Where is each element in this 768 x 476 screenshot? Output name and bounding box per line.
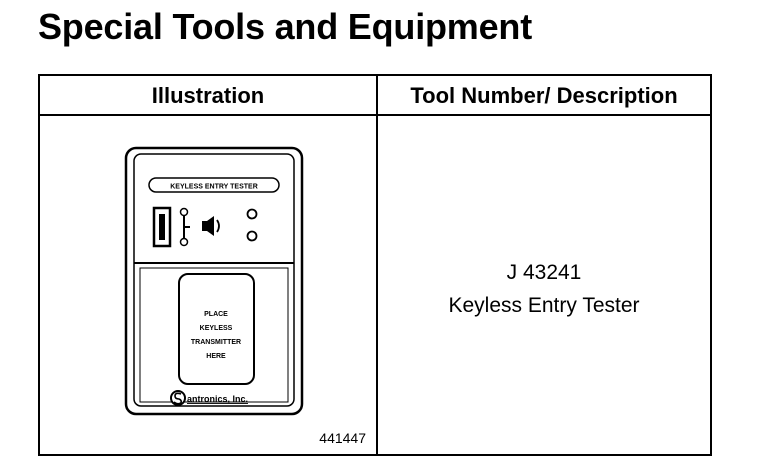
tool-description-cell: J 43241 Keyless Entry Tester <box>378 116 710 454</box>
page-title: Special Tools and Equipment <box>38 6 532 47</box>
header-tool-number-description: Tool Number/ Description <box>378 76 710 116</box>
indicator-led-bottom-icon <box>246 230 258 242</box>
header-illustration: Illustration <box>40 76 378 116</box>
pad-text-line-3: TRANSMITTER <box>191 339 241 346</box>
tool-description: Keyless Entry Tester <box>448 294 640 317</box>
battery-slot-icon <box>152 206 172 248</box>
switch-icon <box>179 207 190 247</box>
pad-text-line-4: HERE <box>206 353 226 360</box>
figure-number: 441447 <box>319 430 366 446</box>
speaker-icon <box>202 216 220 236</box>
pad-text-line-1: PLACE <box>204 311 228 318</box>
manufacturer-logo-icon <box>170 390 186 406</box>
special-tools-table: Illustration Tool Number/ Description KE… <box>38 74 712 456</box>
device-label-band: KEYLESS ENTRY TESTER <box>170 184 258 191</box>
illustration-cell: KEYLESS ENTRY TESTER <box>40 116 378 454</box>
tool-number: J 43241 <box>506 261 582 284</box>
pad-text-line-2: KEYLESS <box>200 325 233 332</box>
keyless-entry-tester-illustration: KEYLESS ENTRY TESTER <box>124 146 304 416</box>
indicator-led-top-icon <box>246 208 258 220</box>
manufacturer-logo-text: antronics, Inc. <box>187 394 248 404</box>
